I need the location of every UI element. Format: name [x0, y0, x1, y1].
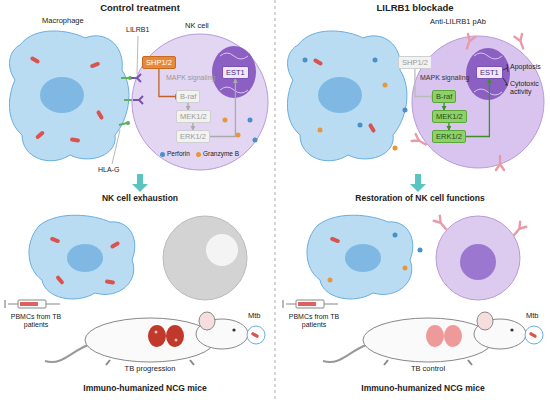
down-arrow [132, 174, 426, 192]
figure-label: Mtb [248, 312, 261, 321]
legend-text: Perforin [167, 150, 190, 157]
figure-label: MAPK signaling [420, 74, 469, 82]
figure-label: HLA-G [98, 166, 119, 174]
node-text: MEK1/2 [180, 112, 207, 121]
figure-label: Immuno-humanized NCG mice [60, 384, 230, 394]
signal-arrow [210, 79, 236, 137]
legend-text: Granzyme B [203, 150, 239, 157]
signal-arrow [187, 103, 188, 110]
node-text: B-raf [436, 92, 452, 101]
figure-label: TB progression [105, 365, 195, 374]
figure-label: Immuno-humanized NCG mice [338, 384, 508, 394]
panel-divider [275, 0, 276, 400]
legend-item: Perforin [160, 150, 190, 157]
legend-swatch [196, 152, 201, 157]
figure-label: Cytotoxic activity [510, 80, 548, 96]
node-text: SHP1/2 [146, 58, 172, 67]
figure-label: Restoration of NK cell functions [320, 194, 520, 204]
signal-box: ERK1/2 [176, 130, 210, 143]
node-text: ERK1/2 [436, 132, 462, 141]
figure-label: Macrophage [42, 17, 84, 26]
figure-label: LILRB1 [126, 26, 149, 34]
signal-arrow [466, 79, 490, 137]
restored-cells [307, 215, 526, 300]
node-text: EST1 [480, 68, 499, 77]
nucleus-factor-box: EST1 [476, 66, 503, 79]
mouse-model [283, 300, 543, 365]
figure-label: PBMCs from TB patients [282, 313, 346, 329]
node-text: B-raf [180, 92, 196, 101]
figure-label: Anti-LILRB1 pAb [430, 18, 486, 27]
node-text: ERK1/2 [180, 132, 206, 141]
legend-item: Granzyme B [196, 150, 239, 157]
node-text: MEK1/2 [436, 112, 463, 121]
signal-box: B-raf [176, 90, 200, 103]
macrophage-cell [9, 31, 136, 164]
figure-label: TB control [383, 365, 473, 374]
nk-cell [131, 34, 268, 170]
figure-label: LILRB1 blockade [355, 3, 475, 14]
exhausted-cells [29, 215, 247, 300]
signal-box: MEK1/2 [176, 110, 211, 123]
figure-label: Mtb [526, 312, 539, 321]
figure-label: Control treatment [80, 3, 200, 14]
signal-arrow [415, 69, 432, 97]
nk-cell [412, 34, 544, 170]
signal-arrow [192, 123, 193, 130]
figure-label: MAPK signaling [166, 74, 215, 82]
nucleus-factor-box: EST1 [222, 66, 249, 79]
signal-box: SHP1/2 [398, 56, 432, 69]
signal-arrow [448, 123, 449, 130]
signal-box: MEK1/2 [432, 110, 467, 123]
figure-label: Apoptosis [510, 63, 541, 71]
signal-box: SHP1/2 [142, 56, 176, 69]
macrophage-cell [287, 31, 412, 161]
node-text: EST1 [226, 68, 245, 77]
signal-box: B-raf [432, 90, 456, 103]
figure-label: NK cell exhaustion [70, 194, 210, 204]
figure-label: PBMCs from TB patients [4, 313, 68, 329]
signal-arrow [159, 69, 176, 97]
figure-label: NK cell [185, 22, 209, 31]
signal-box: ERK1/2 [432, 130, 466, 143]
signal-arrow [443, 103, 444, 110]
mouse-model [5, 300, 265, 365]
node-text: SHP1/2 [402, 58, 428, 67]
legend-swatch [160, 152, 165, 157]
